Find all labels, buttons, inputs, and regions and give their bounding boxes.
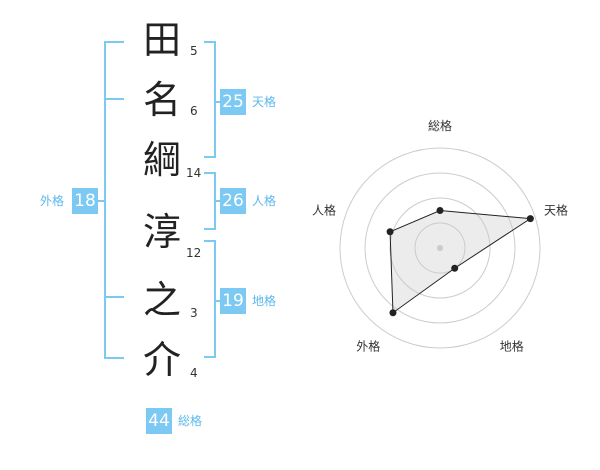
tenkaku-value: 25 <box>220 89 246 115</box>
jinkaku-value: 26 <box>220 188 246 214</box>
radar-point-3 <box>451 264 459 272</box>
stroke-count-3: 14 <box>186 166 202 180</box>
tenkaku-label: 天格 <box>252 95 277 109</box>
stroke-count-2: 6 <box>190 104 198 118</box>
radar-axis-label: 天格 <box>544 202 568 217</box>
radar-grid-ring <box>414 222 466 274</box>
name-char-4: 淳 <box>142 210 181 254</box>
radar-point-4 <box>389 309 397 317</box>
chikaku-label: 地格 <box>252 294 277 308</box>
chikaku-value: 19 <box>220 288 246 314</box>
gaikaku-value: 18 <box>72 188 98 214</box>
name-char-3: 綱 <box>142 138 181 182</box>
radar-series-area <box>389 209 532 314</box>
radar-grid-ring <box>339 147 541 349</box>
jinkaku-label: 人格 <box>252 194 277 208</box>
radar-point-1 <box>436 207 444 214</box>
soukaku-label: 総格 <box>178 414 203 428</box>
radar-axis-label: 地格 <box>500 339 524 354</box>
stroke-count-5: 3 <box>190 306 198 320</box>
radar-point-5 <box>386 228 394 236</box>
radar-point-2 <box>526 215 534 223</box>
radar-grid-ring <box>389 197 491 299</box>
gaikaku-label: 外格 <box>40 194 65 208</box>
stroke-count-4: 12 <box>186 246 202 260</box>
stroke-count-1: 5 <box>190 44 198 58</box>
radar-grid-ring <box>364 172 516 324</box>
stroke-count-6: 4 <box>190 366 198 380</box>
radar-center-dot <box>437 245 443 251</box>
name-char-6: 介 <box>142 338 181 382</box>
name-char-2: 名 <box>142 78 181 122</box>
radar-axis-label: 外格 <box>356 339 380 354</box>
soukaku-value: 44 <box>146 408 172 434</box>
radar-axis-label: 人格 <box>312 202 336 217</box>
name-char-1: 田 <box>142 18 181 62</box>
radar-axis-label: 総格 <box>428 118 452 133</box>
name-char-5: 之 <box>142 278 181 322</box>
